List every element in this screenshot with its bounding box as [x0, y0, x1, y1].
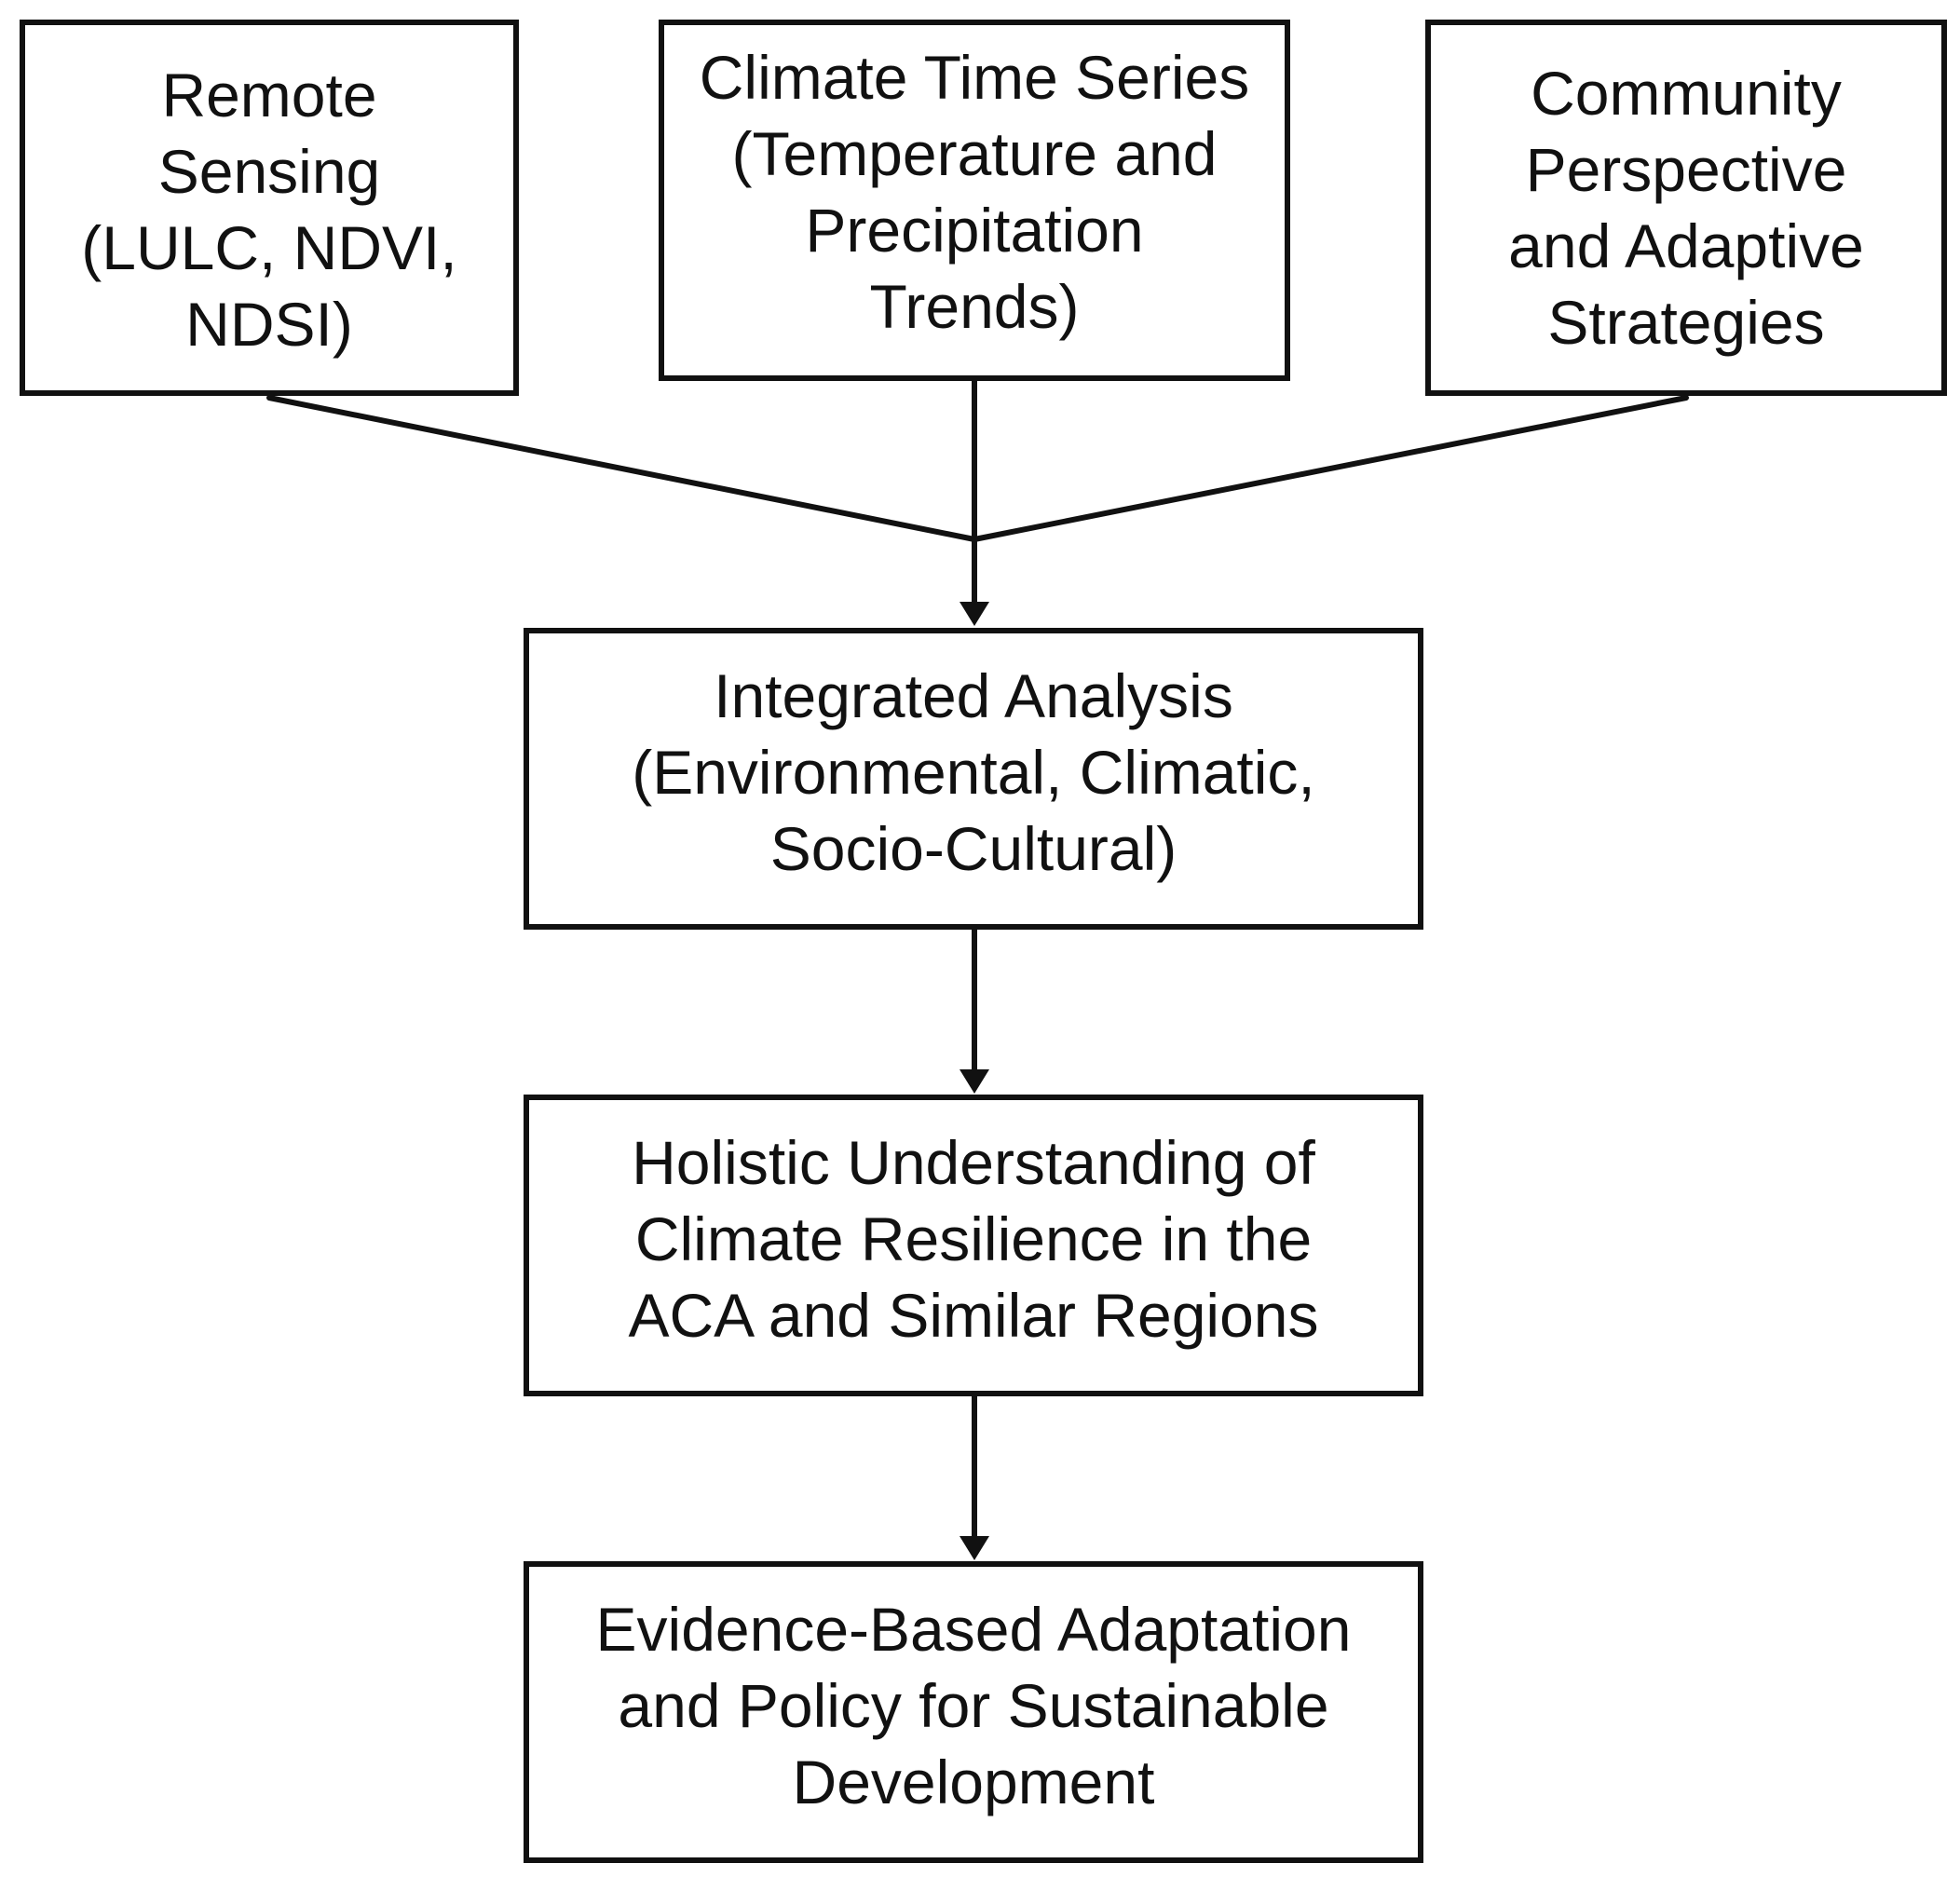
- community-perspective-box: Community Perspective and Adaptive Strat…: [1425, 20, 1947, 396]
- holistic-understanding-line: Holistic Understanding of: [632, 1128, 1315, 1197]
- holistic-understanding-line: ACA and Similar Regions: [628, 1281, 1319, 1350]
- integrated-analysis-line: (Environmental, Climatic,: [632, 738, 1315, 807]
- climate-time-series-text: Climate Time Series (Temperature and Pre…: [700, 39, 1250, 361]
- remote-sensing-line: (LULC, NDVI,: [81, 213, 457, 282]
- remote-sensing-line: NDSI): [185, 290, 353, 359]
- holistic-understanding-line: Climate Resilience in the: [634, 1204, 1313, 1273]
- policy-line: Evidence-Based Adaptation: [595, 1595, 1352, 1664]
- policy-line: Development: [792, 1748, 1155, 1816]
- connector-remote-to-merge: [266, 395, 977, 542]
- remote-sensing-line: Sensing: [157, 137, 381, 206]
- integrated-analysis-line: Integrated Analysis: [714, 661, 1233, 730]
- integrated-analysis-line: Socio-Cultural): [769, 814, 1177, 883]
- integrated-analysis-text: Integrated Analysis (Environmental, Clim…: [632, 658, 1315, 900]
- policy-box: Evidence-Based Adaptation and Policy for…: [524, 1561, 1423, 1863]
- climate-time-series-line: Precipitation: [805, 196, 1144, 265]
- community-perspective-line: Strategies: [1547, 288, 1825, 357]
- remote-sensing-text: Remote Sensing (LULC, NDVI, NDSI): [81, 53, 456, 362]
- holistic-understanding-text: Holistic Understanding of Climate Resili…: [628, 1124, 1318, 1367]
- community-perspective-line: and Adaptive: [1508, 211, 1864, 280]
- connector-community-to-merge: [972, 395, 1689, 542]
- climate-time-series-box: Climate Time Series (Temperature and Pre…: [659, 20, 1290, 381]
- community-perspective-line: Perspective: [1525, 135, 1847, 204]
- climate-time-series-line: Trends): [869, 272, 1080, 341]
- community-perspective-text: Community Perspective and Adaptive Strat…: [1508, 55, 1864, 360]
- climate-time-series-line: (Temperature and: [731, 119, 1218, 188]
- arrowhead-integrated: [960, 602, 989, 626]
- integrated-analysis-box: Integrated Analysis (Environmental, Clim…: [524, 628, 1423, 930]
- climate-time-series-line: Climate Time Series: [699, 43, 1250, 112]
- holistic-understanding-box: Holistic Understanding of Climate Resili…: [524, 1095, 1423, 1396]
- arrowhead-holistic: [960, 1069, 989, 1094]
- arrowhead-policy: [960, 1536, 989, 1560]
- policy-text: Evidence-Based Adaptation and Policy for…: [596, 1591, 1352, 1833]
- remote-sensing-box: Remote Sensing (LULC, NDVI, NDSI): [20, 20, 519, 396]
- policy-line: and Policy for Sustainable: [618, 1671, 1329, 1740]
- remote-sensing-line: Remote: [161, 61, 377, 129]
- community-perspective-line: Community: [1531, 59, 1842, 128]
